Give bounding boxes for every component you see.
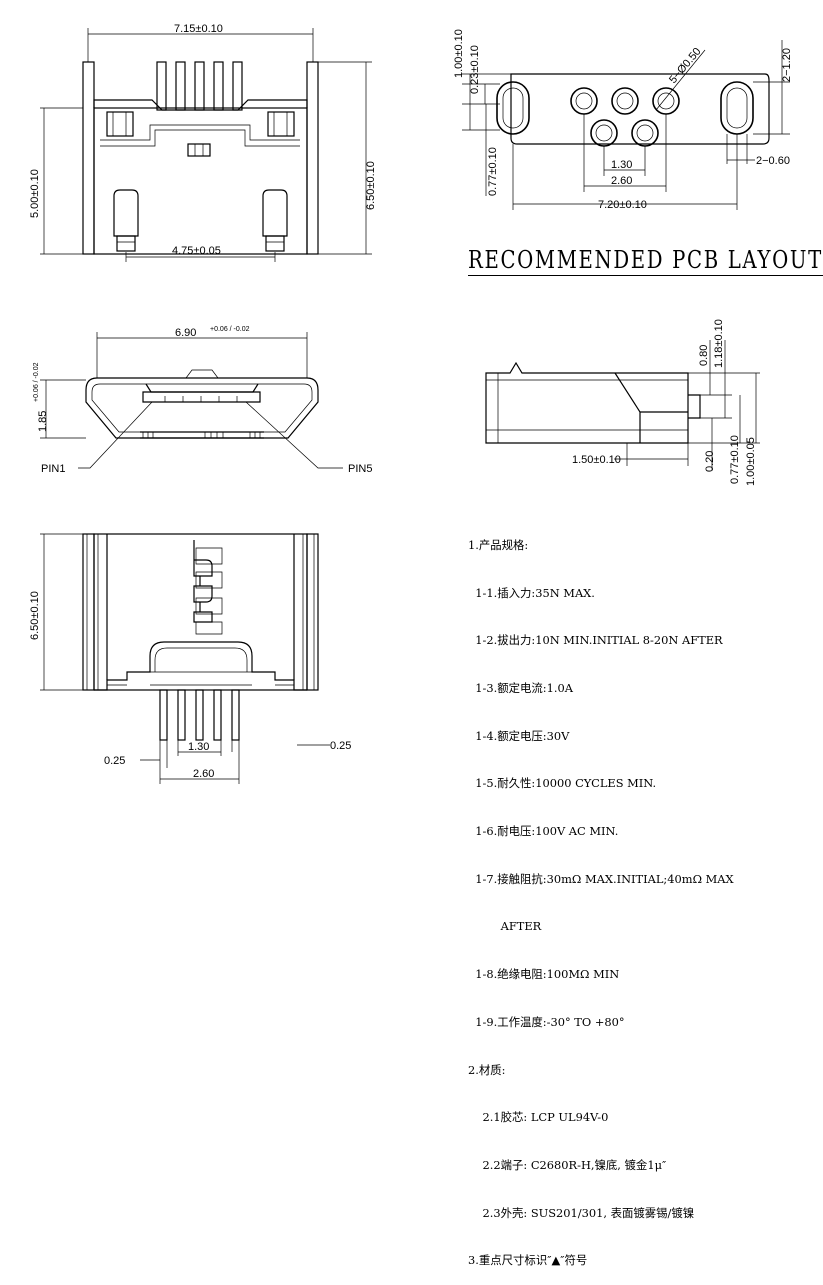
dim-top-height-right: 6.50±0.10 bbox=[365, 161, 377, 210]
dim-front-height-tol: +0.06 / -0.02 bbox=[33, 362, 40, 402]
top-pins bbox=[156, 61, 243, 111]
dim-pitch1: 1.30 bbox=[611, 159, 632, 171]
dim-bottom-130: 1.30 bbox=[188, 741, 209, 753]
dim-top-width: 7.15±0.10 bbox=[174, 23, 223, 35]
spec-line: 1-3.额定电流:1.0A bbox=[468, 680, 573, 695]
spec-line: 1-6.耐电压:100V AC MIN. bbox=[468, 824, 619, 839]
dim-front-height: 1.85 bbox=[37, 411, 49, 432]
label-pin1: PIN1 bbox=[41, 463, 65, 475]
spec-notes: 1.产品规格: 1-1.插入力:35N MAX. 1-2.拔出力:10N MIN… bbox=[468, 506, 734, 1285]
dim-pcb-h1: 1.00±0.10 bbox=[453, 29, 465, 78]
dim-bottom-height: 6.50±0.10 bbox=[29, 591, 41, 640]
dim-hole-dia: 5−Ø0.50 bbox=[667, 46, 704, 86]
dim-front-width-tol: +0.06 / -0.02 bbox=[210, 326, 250, 333]
spec-line: 1.产品规格: bbox=[468, 537, 529, 552]
bottom-view: 6.50±0.10 0.25 1.30 0.25 2.60 bbox=[29, 533, 351, 784]
spec-line: 1-9.工作温度:-30° TO +80° bbox=[468, 1014, 625, 1029]
technical-drawing: 7.15±0.10 4.75±0.05 bbox=[29, 23, 793, 784]
spec-line: AFTER bbox=[468, 919, 542, 934]
label-pin5: PIN5 bbox=[348, 463, 372, 475]
dim-bottom-260: 2.60 bbox=[193, 768, 214, 780]
dim-side-118: 1.18±0.10 bbox=[713, 319, 725, 368]
spec-line: 1-1.插入力:35N MAX. bbox=[468, 585, 595, 600]
spec-line: 3.重点尺寸标识″▲″符号 bbox=[468, 1253, 588, 1268]
dim-side-020: 0.20 bbox=[704, 451, 716, 472]
spec-line: 1-5.耐久性:10000 CYCLES MIN. bbox=[468, 776, 657, 791]
bottom-pins bbox=[159, 689, 240, 741]
dim-front-width: 6.90 bbox=[175, 327, 196, 339]
dim-pitch2: 2.60 bbox=[611, 175, 632, 187]
dim-bottom-025-left: 0.25 bbox=[104, 755, 125, 767]
dim-side-150: 1.50±0.10 bbox=[572, 454, 621, 466]
dim-pcb-h2: 0.23±0.10 bbox=[469, 45, 481, 94]
top-view: 7.15±0.10 4.75±0.05 bbox=[29, 23, 377, 262]
spec-line: 1-4.额定电压:30V bbox=[468, 728, 570, 743]
spec-line: 1-2.拔出力:10N MIN.INITIAL 8-20N AFTER bbox=[468, 633, 723, 648]
dim-side-100: 1.00±0.05 bbox=[745, 437, 757, 486]
spec-line: 1-8.绝缘电阻:100MΩ MIN bbox=[468, 967, 620, 982]
dim-side-077: 0.77±0.10 bbox=[729, 435, 741, 484]
dim-pad-spacing: 4.75±0.05 bbox=[172, 245, 221, 257]
dim-pcb-width: 7.20±0.10 bbox=[598, 199, 647, 211]
dim-slot-len: 2−1.20 bbox=[781, 48, 793, 82]
dim-top-height-left: 5.00±0.10 bbox=[29, 169, 41, 218]
dim-side-080: 0.80 bbox=[698, 345, 710, 366]
side-view: 0.80 1.18±0.10 0.20 0.77±0.10 1.00±0.05 … bbox=[485, 319, 760, 486]
dim-slot-width: 2−0.60 bbox=[756, 155, 790, 167]
pcb-layout-title: RECOMMENDED PCB LAYOUT bbox=[468, 246, 823, 276]
spec-line: 2.3外壳: SUS201/301, 表面镀雾锡/镀镍 bbox=[468, 1205, 695, 1220]
front-view: 6.90 +0.06 / -0.02 1.85 +0.06 / -0.02 PI… bbox=[33, 326, 372, 475]
dim-pcb-h3: 0.77±0.10 bbox=[487, 147, 499, 196]
spec-line: 1-7.接触阻抗:30mΩ MAX.INITIAL;40mΩ MAX bbox=[468, 871, 734, 886]
spec-line: 2.1胶芯: LCP UL94V-0 bbox=[468, 1110, 609, 1125]
spec-line: 2.材质: bbox=[468, 1062, 506, 1077]
dim-bottom-025-right: 0.25 bbox=[330, 740, 351, 752]
pcb-layout: 5−Ø0.50 1.00±0.10 0.23±0.10 0.77±0.10 2−… bbox=[453, 29, 793, 211]
spec-line: 2.2端子: C2680R-H,镍底, 镀金1μ″ bbox=[468, 1157, 667, 1172]
